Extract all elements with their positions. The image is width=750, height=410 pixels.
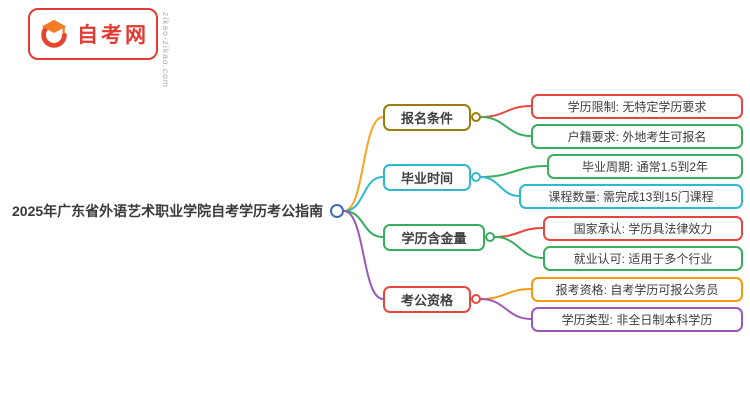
branch-graduation-time: 毕业时间: [383, 164, 471, 191]
line-branch2-child1: [480, 165, 548, 178]
leaf-course-count: 课程数量: 需完成13到15门课程: [519, 184, 743, 209]
branch-degree-value: 学历含金量: [383, 224, 485, 251]
logo: 自考网: [28, 8, 158, 60]
branch-connector-dot: [471, 172, 481, 182]
leaf-education-requirement: 学历限制: 无特定学历要求: [531, 94, 743, 119]
graduation-cap-icon: [41, 19, 67, 48]
line-branch3-child1: [494, 227, 544, 238]
site-url: zikao-zikao.com: [161, 12, 171, 88]
line-branch4-child2: [480, 298, 532, 320]
branch-connector-dot: [471, 294, 481, 304]
leaf-residency-requirement: 户籍要求: 外地考生可报名: [531, 124, 743, 149]
root-node-label: 2025年广东省外语艺术职业学院自考学历考公指南: [12, 203, 324, 219]
leaf-employment-recognition: 就业认可: 适用于多个行业: [543, 246, 743, 271]
leaf-application-eligibility: 报考资格: 自考学历可报公务员: [531, 277, 743, 302]
root-node-circle: [330, 204, 344, 218]
line-root-branch2: [343, 176, 384, 212]
site-name: 自考网: [77, 24, 149, 47]
line-branch1-child2: [480, 116, 532, 137]
line-branch1-child1: [480, 105, 532, 118]
leaf-national-recognition: 国家承认: 学历具法律效力: [543, 216, 743, 241]
line-root-branch1: [343, 116, 384, 212]
leaf-degree-type: 学历类型: 非全日制本科学历: [531, 307, 743, 332]
branch-connector-dot: [471, 112, 481, 122]
branch-registration-conditions: 报名条件: [383, 104, 471, 131]
line-branch2-child2: [480, 176, 520, 197]
line-branch4-child1: [480, 288, 532, 300]
line-root-branch3: [343, 210, 384, 238]
line-branch3-child2: [494, 236, 544, 259]
branch-connector-dot: [485, 232, 495, 242]
branch-civil-service-eligibility: 考公资格: [383, 286, 471, 313]
leaf-graduation-cycle: 毕业周期: 通常1.5到2年: [547, 154, 743, 179]
line-root-branch4: [343, 210, 384, 300]
